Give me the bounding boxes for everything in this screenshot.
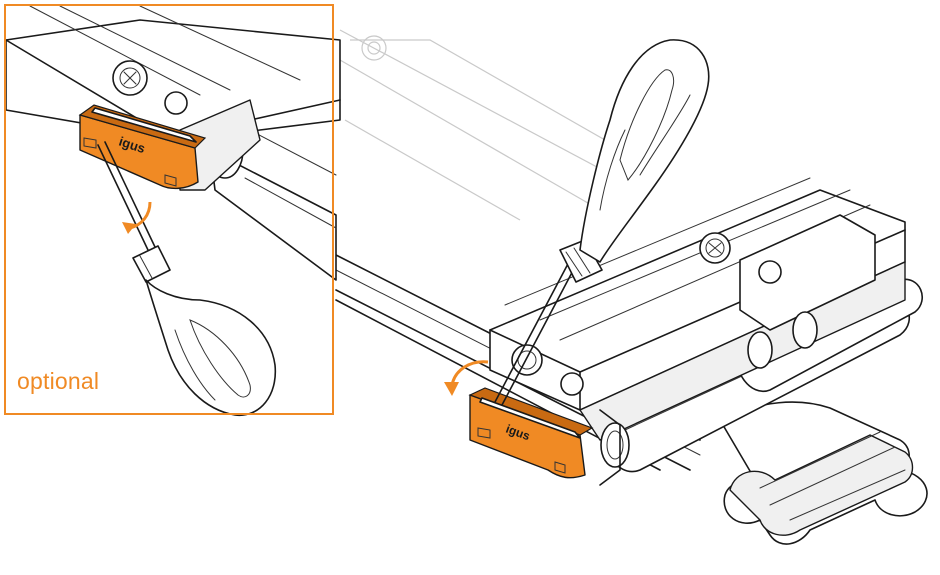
orange-clip-main: igus xyxy=(468,387,594,479)
screwdriver-main xyxy=(494,39,710,406)
orange-clip-inset: igus xyxy=(78,104,207,190)
inset-caption: optional xyxy=(17,368,100,394)
rotate-arrow-main xyxy=(444,360,489,396)
carriage xyxy=(489,177,906,486)
main-view: igus xyxy=(335,29,928,545)
inset-view: igus xyxy=(5,5,341,416)
rotate-arrow-inset xyxy=(122,201,152,234)
rail-ghost xyxy=(339,29,641,221)
screwdriver-inset xyxy=(97,141,277,416)
